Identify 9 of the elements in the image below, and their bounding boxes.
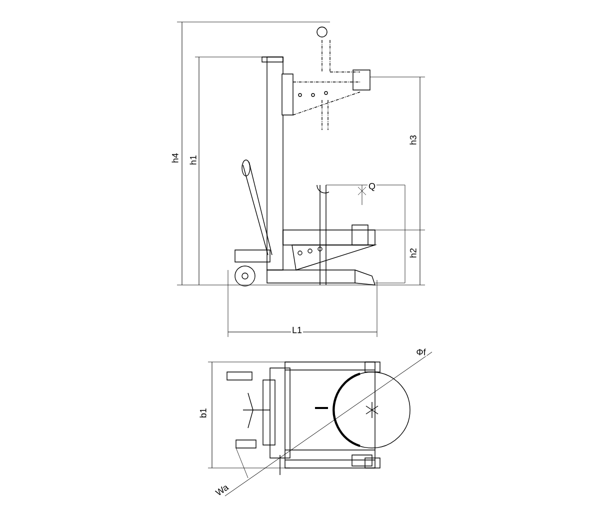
dimension-label: h3 <box>408 134 418 146</box>
dimension-label: Wa <box>213 482 231 498</box>
dimension-label: h1 <box>188 154 198 166</box>
dimension-label: Φf <box>415 348 427 356</box>
dimension-label: h4 <box>170 152 180 164</box>
dimension-label: h2 <box>408 247 418 259</box>
dimension-label: Q <box>368 182 376 192</box>
dimension-label: b1 <box>198 407 208 419</box>
dimension-label: L1 <box>291 326 303 334</box>
